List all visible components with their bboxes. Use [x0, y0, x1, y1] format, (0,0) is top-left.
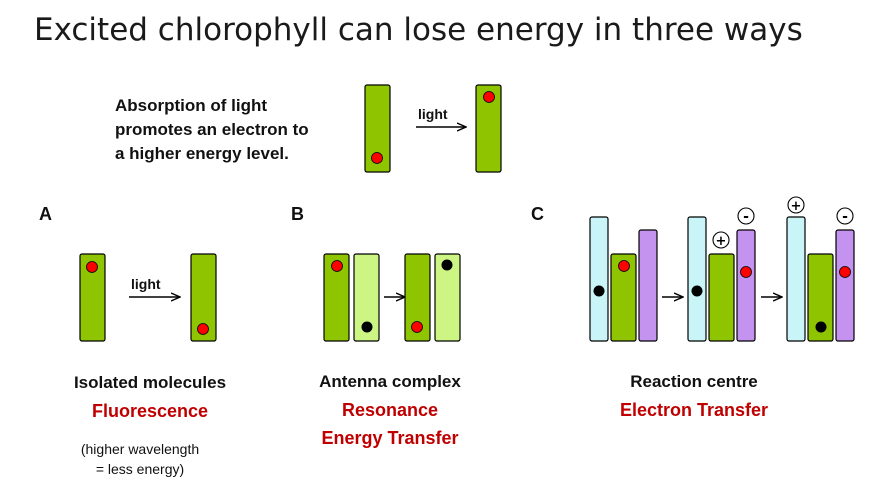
plus-sign-c3: + [791, 199, 802, 214]
panel-c-process: Electron Transfer [619, 400, 769, 420]
electron-ground-b2 [411, 321, 423, 333]
electron-ground-c2 [691, 285, 703, 297]
absorption-description: Absorption of light promotes an electron… [115, 94, 309, 166]
panel-c-title: Reaction centre [630, 372, 758, 391]
plus-sign-c2: + [716, 234, 727, 249]
panel-letter-b: B [291, 204, 304, 224]
minus-charge-icon-c3 [836, 207, 854, 225]
electron-excited-c1 [618, 260, 630, 272]
chlorophyll-bar-b2 [404, 253, 431, 342]
chlorophyll-bar-c3 [807, 253, 834, 342]
panel-c-caption: Reaction centre Electron Transfer [594, 372, 794, 424]
electron-ground-c1 [593, 285, 605, 297]
panel-a-note-line-1: (higher wavelength [80, 441, 200, 457]
electron-ground-c3 [815, 321, 827, 333]
panel-letter-c: C [531, 204, 544, 224]
acceptor-purple-c3 [835, 229, 855, 342]
acceptor-cyan-c3 [786, 216, 806, 342]
panel-b-diagram [323, 253, 461, 342]
panel-letter-a: A [39, 204, 52, 224]
acceptor-purple-c2 [736, 229, 756, 342]
absorption-line-2: promotes an electron to [115, 120, 309, 139]
slide-title: Excited chlorophyll can lose energy in t… [34, 12, 803, 48]
minus-charge-icon-c2 [737, 207, 755, 225]
panel-a-caption: Isolated molecules Fluorescence [50, 373, 250, 425]
chlorophyll-bar-b1 [323, 253, 350, 342]
electron-ground-b1 [361, 321, 373, 333]
absorption-arrow-label: light [418, 106, 448, 122]
electron-transferred-c3 [839, 266, 851, 278]
panel-b-process-line-1: Resonance [341, 400, 439, 420]
absorption-molecules: light [364, 84, 502, 173]
panel-a-note: (higher wavelength = less energy) [60, 439, 220, 479]
absorption-line-1: Absorption of light [115, 96, 268, 115]
plus-charge-icon-c3 [787, 196, 805, 214]
chlorophyll-bar-c1 [610, 253, 637, 342]
chlorophyll-bar-a1 [79, 253, 106, 342]
panel-b-title: Antenna complex [319, 372, 461, 391]
chlorophyll-bar-a2 [190, 253, 217, 342]
panel-a-process: Fluorescence [91, 401, 209, 421]
acceptor-purple-c1 [638, 229, 658, 342]
panel-b-process-line-2: Energy Transfer [321, 428, 459, 448]
electron-ground [371, 152, 383, 164]
electron-excited-a1 [86, 261, 98, 273]
panel-a-note-line-2: = less energy) [95, 461, 185, 477]
panel-c-diagram: + - + - [589, 196, 855, 342]
panel-b-caption: Antenna complex Resonance Energy Transfe… [290, 372, 490, 452]
chlorophyll-bar-c2 [708, 253, 735, 342]
chlorophyll-ground-bar [364, 84, 391, 173]
chlorophyll-excited-bar [475, 84, 502, 173]
panel-a-title: Isolated molecules [73, 373, 227, 392]
absorption-line-3: a higher energy level. [115, 144, 289, 163]
acceptor-cyan-c1 [589, 216, 609, 342]
electron-excited-b2 [441, 259, 453, 271]
antenna-bar-b1 [353, 253, 380, 342]
electron-excited [483, 91, 495, 103]
electron-transferred-c2 [740, 266, 752, 278]
electron-ground-a2 [197, 323, 209, 335]
electron-excited-b1 [331, 260, 343, 272]
plus-charge-icon-c2 [712, 231, 730, 249]
acceptor-cyan-c2 [687, 216, 707, 342]
panel-a-diagram: light [79, 253, 217, 342]
minus-sign-c3: - [842, 209, 848, 225]
minus-sign-c2: - [743, 209, 749, 225]
antenna-bar-b2 [434, 253, 461, 342]
fluorescence-arrow-label: light [131, 276, 161, 292]
